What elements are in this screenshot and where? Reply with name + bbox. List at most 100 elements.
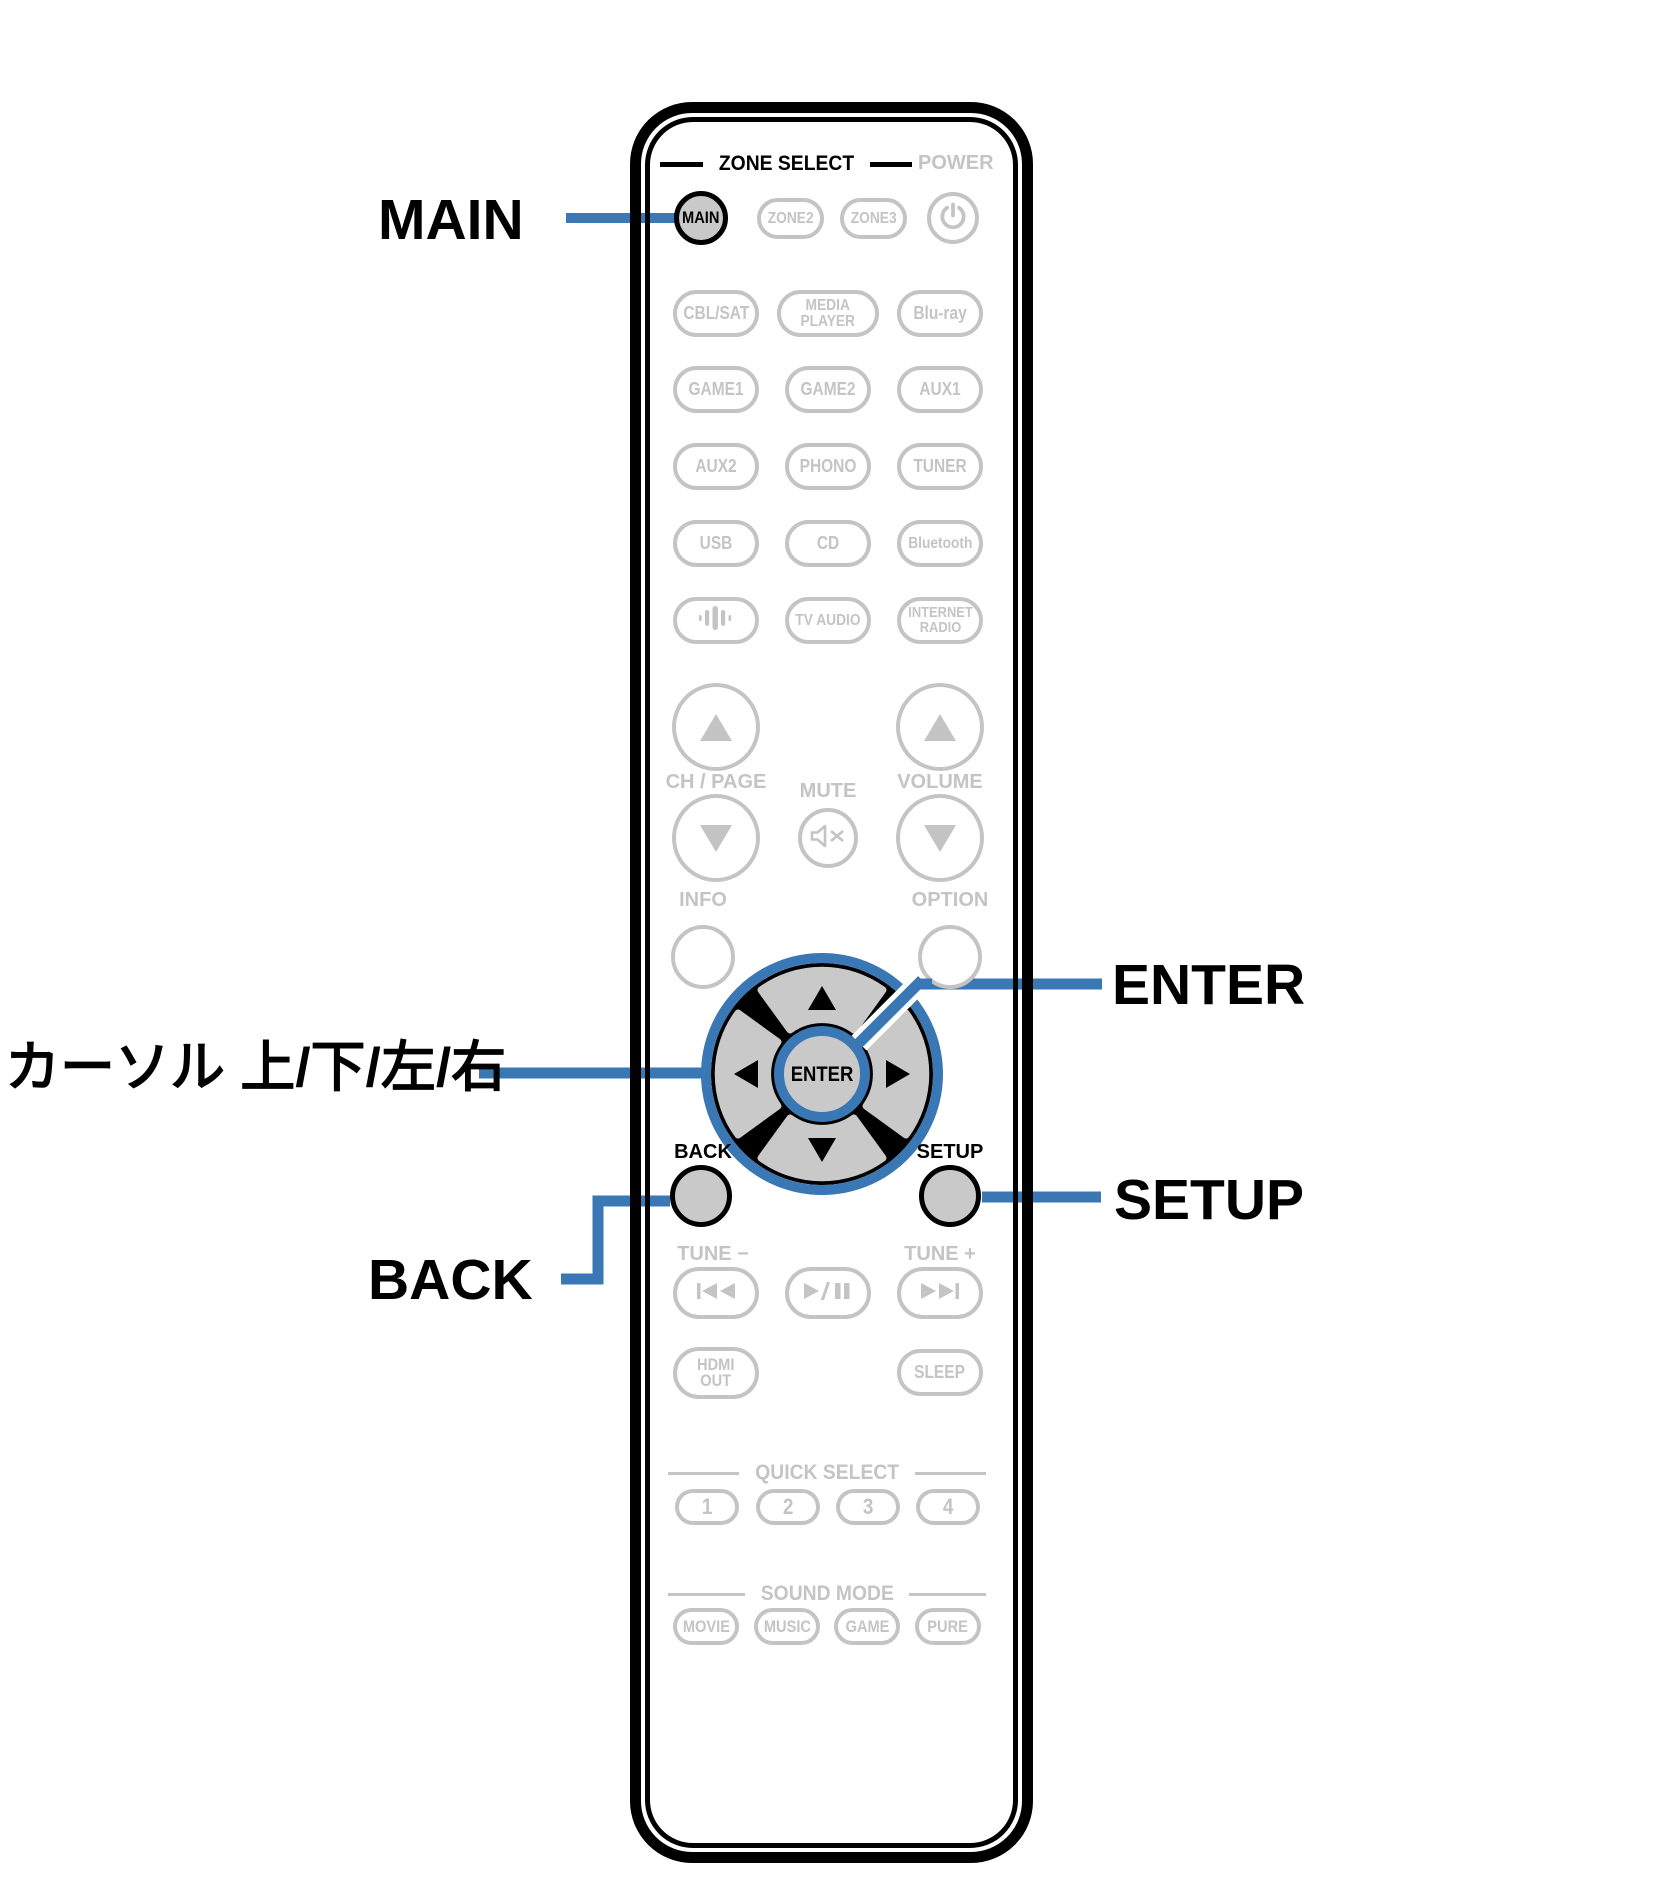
source-label: PHONO bbox=[799, 456, 857, 476]
quick-select-1-label: 1 bbox=[701, 1494, 713, 1519]
source-bluetooth-button: Bluetooth bbox=[897, 520, 983, 567]
power-button bbox=[927, 192, 979, 244]
sound-mode-movie-label: MOVIE bbox=[682, 1616, 730, 1636]
source-tv-audio-button: TV AUDIO bbox=[785, 597, 871, 644]
quick-select-3-label: 3 bbox=[862, 1494, 874, 1519]
source-label: TV AUDIO bbox=[795, 611, 861, 629]
header-dash bbox=[915, 1471, 986, 1475]
quick-select-4-button: 4 bbox=[916, 1489, 980, 1525]
quick-select-2-label: 2 bbox=[782, 1494, 794, 1519]
source-label: AUX1 bbox=[919, 379, 961, 399]
back-button bbox=[670, 1165, 732, 1227]
skip-back-icon bbox=[695, 1282, 737, 1305]
volume-down-icon bbox=[924, 824, 956, 852]
volume-up-icon bbox=[924, 713, 956, 741]
source-label: PLAYER bbox=[800, 312, 856, 330]
source-label: RADIO bbox=[919, 618, 961, 636]
channel-up-button bbox=[672, 683, 760, 771]
skip-forward-button bbox=[897, 1267, 983, 1319]
source-label: USB bbox=[699, 533, 733, 553]
sleep-button: SLEEP bbox=[897, 1349, 983, 1396]
tune-minus-label: TUNE − bbox=[677, 1243, 749, 1265]
quick-select-label: QUICK SELECT bbox=[755, 1461, 899, 1484]
quick-select-header: QUICK SELECT bbox=[668, 1461, 986, 1485]
source-cd-button: CD bbox=[785, 520, 871, 567]
source-label: INTERNET bbox=[907, 604, 973, 622]
source-cbl-sat-button: CBL/SAT bbox=[673, 290, 759, 337]
cursor-down-icon bbox=[808, 1138, 836, 1162]
play-pause-icon bbox=[802, 1281, 854, 1306]
source-usb-button: USB bbox=[673, 520, 759, 567]
source-blu-ray-button: Blu-ray bbox=[897, 290, 983, 337]
zone3-button-label: ZONE3 bbox=[850, 209, 897, 227]
source-aux1-button: AUX1 bbox=[897, 366, 983, 413]
sound-mode-label: SOUND MODE bbox=[760, 1582, 894, 1605]
source-label: Blu-ray bbox=[913, 303, 967, 323]
zone-select-header: ZONE SELECT bbox=[660, 152, 913, 176]
volume-label: VOLUME bbox=[897, 771, 983, 793]
zone2-button-label: ZONE2 bbox=[767, 209, 814, 227]
power-icon bbox=[937, 200, 969, 237]
enter-button bbox=[774, 1026, 870, 1122]
play-pause-button bbox=[785, 1267, 871, 1319]
skip-forward-icon bbox=[919, 1282, 961, 1305]
header-dash bbox=[660, 161, 703, 167]
source-game1-button: GAME1 bbox=[673, 366, 759, 413]
sound-mode-movie-button: MOVIE bbox=[673, 1608, 739, 1645]
heos-icon bbox=[695, 604, 737, 637]
volume-up-button bbox=[896, 683, 984, 771]
sound-mode-game-label: GAME bbox=[845, 1616, 889, 1636]
info-label: INFO bbox=[679, 889, 727, 911]
quick-select-3-button: 3 bbox=[836, 1489, 900, 1525]
cursor-up-button bbox=[757, 966, 887, 1034]
cursor-left-icon bbox=[734, 1060, 758, 1088]
cursor-right-button bbox=[862, 1009, 930, 1139]
callout-main: MAIN bbox=[378, 188, 524, 252]
sound-mode-pure-label: PURE bbox=[927, 1616, 969, 1636]
option-label: OPTION bbox=[911, 889, 989, 911]
mute-label: MUTE bbox=[799, 780, 857, 802]
main-button: MAIN bbox=[674, 191, 728, 245]
sound-mode-music-label: MUSIC bbox=[763, 1616, 811, 1636]
source-label: MEDIA bbox=[805, 297, 851, 315]
hdmi-out-label: OUT bbox=[700, 1371, 732, 1390]
cursor-pad-highlight-ring bbox=[701, 953, 943, 1195]
header-dash bbox=[668, 1592, 745, 1596]
header-dash bbox=[668, 1471, 739, 1475]
source-label: GAME1 bbox=[688, 379, 744, 399]
skip-back-button bbox=[673, 1267, 759, 1319]
source-tuner-button: TUNER bbox=[897, 443, 983, 490]
quick-select-1-button: 1 bbox=[675, 1489, 739, 1525]
mute-icon bbox=[810, 823, 846, 854]
source-aux2-button: AUX2 bbox=[673, 443, 759, 490]
source-label: CBL/SAT bbox=[683, 303, 749, 323]
sound-mode-music-button: MUSIC bbox=[754, 1608, 820, 1645]
enter-button-label: ENTER bbox=[791, 1063, 854, 1086]
sleep-label: SLEEP bbox=[914, 1362, 966, 1382]
cursor-left-button bbox=[714, 1009, 782, 1139]
cursor-down-button bbox=[757, 1114, 887, 1182]
zone2-button: ZONE2 bbox=[757, 198, 824, 239]
info-button bbox=[671, 925, 735, 989]
setup-button bbox=[919, 1165, 981, 1227]
source-label: Bluetooth bbox=[907, 534, 973, 552]
channel-down-icon bbox=[700, 824, 732, 852]
source-label: CD bbox=[816, 533, 840, 553]
volume-down-button bbox=[896, 794, 984, 882]
ch-page-label: CH / PAGE bbox=[665, 771, 767, 793]
header-dash bbox=[869, 161, 913, 167]
cursor-up-icon bbox=[808, 986, 836, 1010]
channel-down-button bbox=[672, 794, 760, 882]
header-dash bbox=[909, 1592, 986, 1596]
source-label: AUX2 bbox=[695, 456, 737, 476]
back-small-label: BACK bbox=[674, 1141, 732, 1163]
quick-select-2-button: 2 bbox=[756, 1489, 820, 1525]
sound-mode-pure-button: PURE bbox=[915, 1608, 981, 1645]
quick-select-4-label: 4 bbox=[942, 1494, 954, 1519]
source-phono-button: PHONO bbox=[785, 443, 871, 490]
callout-cursor: カーソル 上/下/左/右 bbox=[5, 1036, 507, 1098]
